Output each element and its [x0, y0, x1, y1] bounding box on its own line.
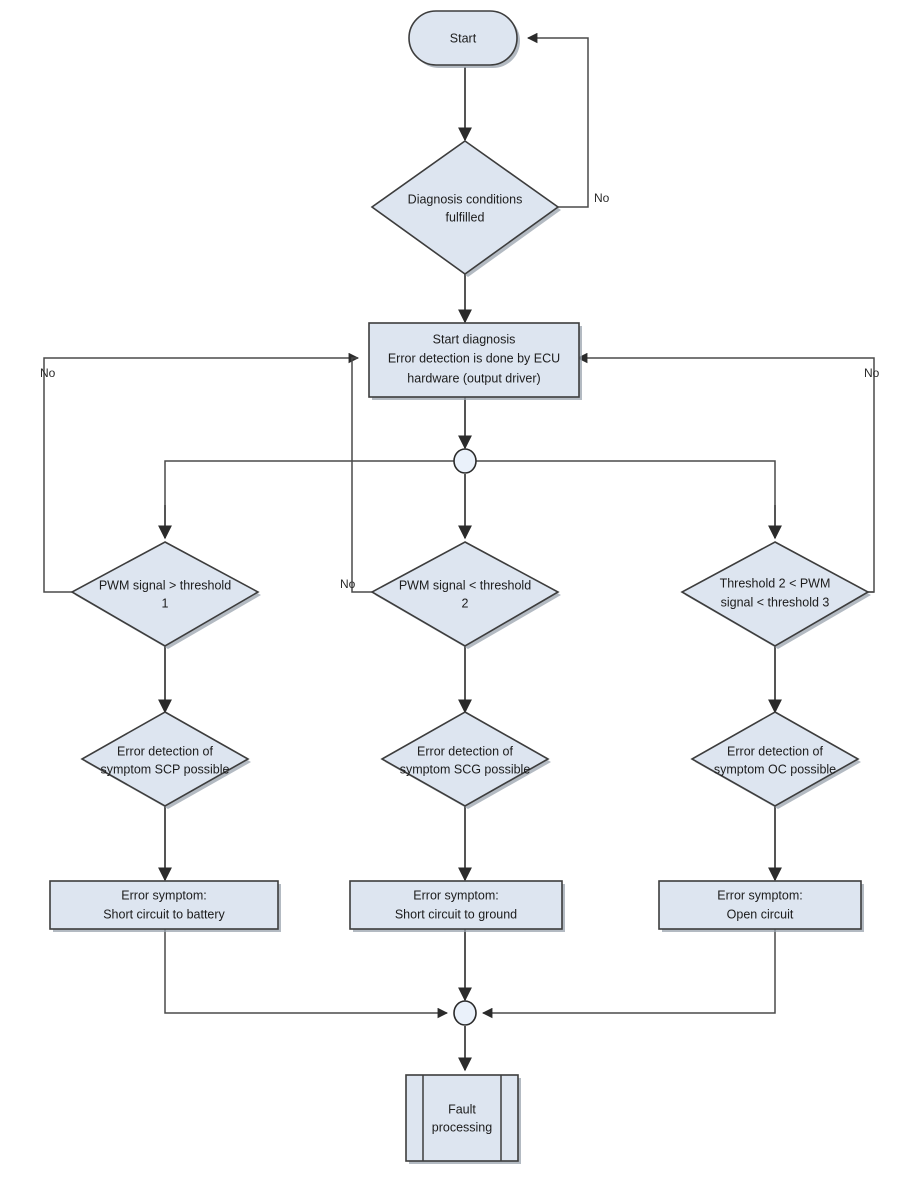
node-detect-scp[interactable]: Error detection of symptom SCP possible [80, 711, 251, 809]
node-symptom-scp[interactable]: Error symptom: Short circuit to battery [49, 880, 281, 932]
edge-middle-decision-no-to-start-diagnosis [351, 357, 380, 593]
node-decision-left-line1: PWM signal > threshold [99, 578, 231, 592]
node-start-label: Start [450, 31, 477, 45]
edge-label-no-right: No [864, 366, 880, 380]
node-detect-scp-line1: Error detection of [117, 744, 213, 758]
node-detect-oc[interactable]: Error detection of symptom OC possible [690, 711, 861, 809]
node-symptom-scp-line2: Short circuit to battery [103, 907, 225, 921]
node-symptom-scp-line1: Error symptom: [121, 888, 206, 902]
node-detect-scp-line2: symptom SCP possible [101, 762, 230, 776]
edge-label-no-left: No [40, 366, 56, 380]
node-diagnosis-conditions-line2: fulfilled [446, 210, 485, 224]
edge-junction-to-right-branch [475, 460, 776, 515]
edge-symptom-scp-to-merge [164, 928, 449, 1019]
node-symptom-scg-line2: Short circuit to ground [395, 907, 517, 921]
node-start[interactable]: Start [408, 10, 520, 68]
node-symptom-oc-line1: Error symptom: [717, 888, 802, 902]
node-decision-right-line1: Threshold 2 < PWM [720, 576, 831, 590]
node-decision-left-line2: 1 [162, 596, 169, 610]
edge-right-decision-no-to-start-diagnosis [576, 352, 875, 593]
edge-diagnosis-no-to-start [526, 32, 589, 208]
node-diagnosis-conditions-line1: Diagnosis conditions [408, 192, 523, 206]
node-start-diagnosis-line1: Start diagnosis [433, 332, 516, 346]
node-start-diagnosis[interactable]: Start diagnosis Error detection is done … [368, 322, 582, 400]
edge-left-decision-no-to-start-diagnosis [43, 352, 360, 593]
node-fault-processing-line1: Fault [448, 1102, 476, 1116]
node-detect-scg-line1: Error detection of [417, 744, 513, 758]
node-detect-scg[interactable]: Error detection of symptom SCG possible [380, 711, 551, 809]
edge-junction-to-left-branch [164, 460, 455, 515]
node-junction-top [453, 448, 477, 474]
node-decision-right[interactable]: Threshold 2 < PWM signal < threshold 3 [680, 541, 871, 649]
edge-label-no-middle: No [340, 577, 356, 591]
node-symptom-scg[interactable]: Error symptom: Short circuit to ground [349, 880, 565, 932]
node-decision-middle-line1: PWM signal < threshold [399, 578, 531, 592]
node-decision-middle-line2: 2 [462, 596, 469, 610]
node-decision-right-line2: signal < threshold 3 [721, 595, 830, 609]
node-fault-processing[interactable]: Fault processing [405, 1074, 521, 1164]
node-detect-scg-line2: symptom SCG possible [400, 762, 531, 776]
node-decision-middle[interactable]: PWM signal < threshold 2 [370, 541, 561, 649]
node-symptom-oc[interactable]: Error symptom: Open circuit [658, 880, 864, 932]
node-decision-left[interactable]: PWM signal > threshold 1 [70, 541, 261, 649]
node-symptom-scg-line1: Error symptom: [413, 888, 498, 902]
node-diagnosis-conditions[interactable]: Diagnosis conditions fulfilled [370, 140, 561, 277]
node-detect-oc-line1: Error detection of [727, 744, 823, 758]
edge-symptom-oc-to-merge [481, 928, 776, 1019]
node-detect-oc-line2: symptom OC possible [714, 762, 836, 776]
edge-label-no-diagnosis: No [594, 191, 610, 205]
node-start-diagnosis-line3: hardware (output driver) [407, 371, 540, 385]
node-symptom-oc-line2: Open circuit [727, 907, 794, 921]
node-fault-processing-line2: processing [432, 1120, 492, 1134]
node-junction-bottom [453, 1000, 477, 1026]
node-start-diagnosis-line2: Error detection is done by ECU [388, 351, 560, 365]
